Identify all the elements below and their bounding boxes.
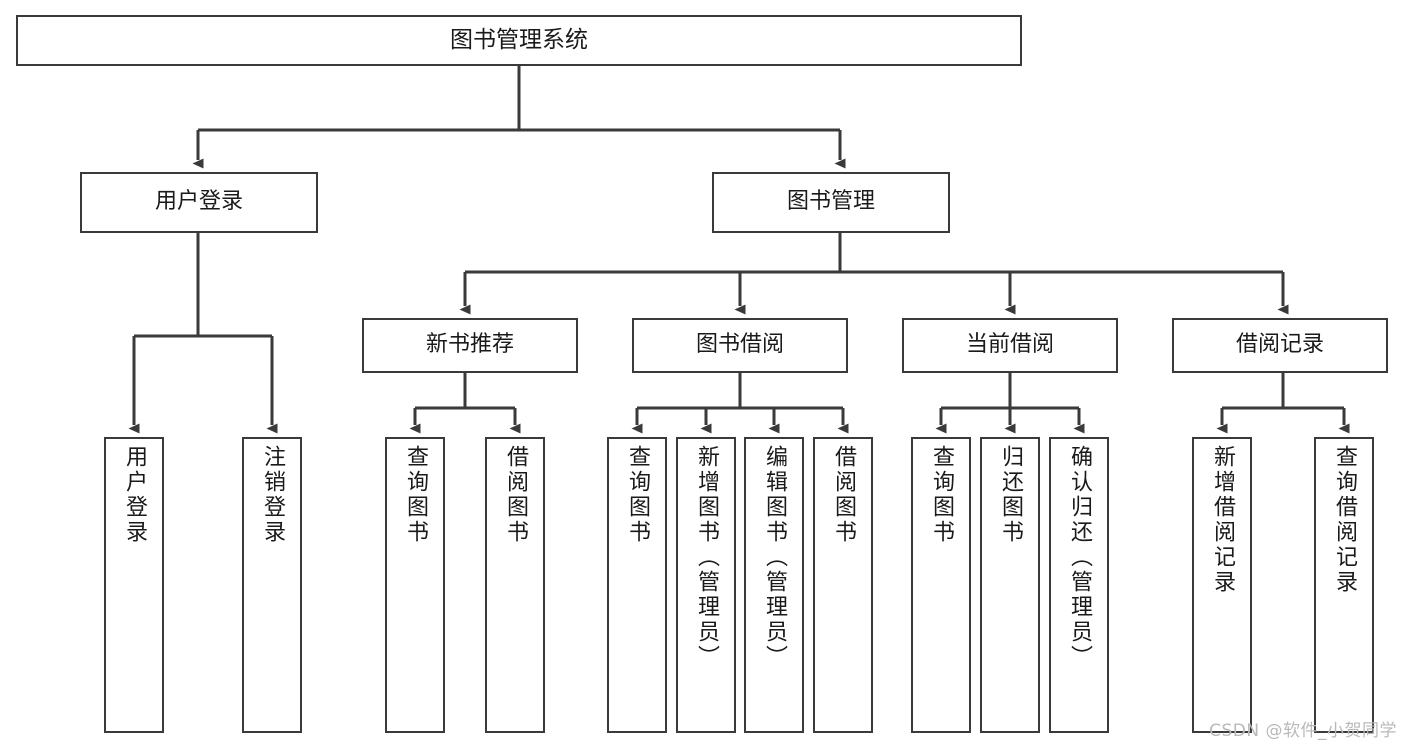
leaf-book-borrow-3[interactable]: 编辑图书（管理员） bbox=[744, 437, 804, 733]
node-label: 查询图书 bbox=[929, 445, 954, 545]
node-label: 图书借阅 bbox=[695, 332, 784, 358]
node-label: 归还图书 bbox=[998, 445, 1023, 545]
node-label: 编辑图书（管理员） bbox=[762, 445, 787, 670]
leaf-borrow-record-2[interactable]: 查询借阅记录 bbox=[1314, 437, 1374, 733]
node-label: 新书推荐 bbox=[425, 332, 514, 358]
node-label: 查询图书 bbox=[625, 445, 650, 545]
node-borrow-record[interactable]: 借阅记录 bbox=[1172, 318, 1388, 373]
node-label: 用户登录 bbox=[154, 189, 243, 215]
leaf-new-book-recommend-1[interactable]: 查询图书 bbox=[385, 437, 445, 733]
node-new-book-recommend[interactable]: 新书推荐 bbox=[362, 318, 578, 373]
leaf-current-borrow-3[interactable]: 确认归还（管理员） bbox=[1049, 437, 1109, 733]
leaf-user-login-1[interactable]: 用户登录 bbox=[104, 437, 164, 733]
node-label: 当前借阅 bbox=[965, 332, 1054, 358]
node-label: 借阅图书 bbox=[503, 445, 528, 545]
node-label: 图书管理系统 bbox=[450, 26, 588, 53]
node-current-borrow[interactable]: 当前借阅 bbox=[902, 318, 1118, 373]
node-label: 图书管理 bbox=[786, 189, 875, 215]
node-book-borrow[interactable]: 图书借阅 bbox=[632, 318, 848, 373]
node-book-management[interactable]: 图书管理 bbox=[712, 172, 950, 233]
node-root-book-management-system[interactable]: 图书管理系统 bbox=[16, 15, 1022, 66]
node-label: 注销登录 bbox=[260, 445, 285, 545]
node-label: 新增图书（管理员） bbox=[694, 445, 719, 670]
node-label: 借阅图书 bbox=[831, 445, 856, 545]
leaf-borrow-record-1[interactable]: 新增借阅记录 bbox=[1192, 437, 1252, 733]
node-label: 借阅记录 bbox=[1235, 332, 1324, 358]
leaf-new-book-recommend-2[interactable]: 借阅图书 bbox=[485, 437, 545, 733]
node-label: 用户登录 bbox=[122, 445, 147, 545]
node-label: 查询借阅记录 bbox=[1332, 445, 1357, 595]
leaf-book-borrow-1[interactable]: 查询图书 bbox=[607, 437, 667, 733]
leaf-current-borrow-1[interactable]: 查询图书 bbox=[911, 437, 971, 733]
leaf-user-login-2[interactable]: 注销登录 bbox=[242, 437, 302, 733]
node-label: 确认归还（管理员） bbox=[1067, 445, 1092, 670]
node-label: 查询图书 bbox=[403, 445, 428, 545]
leaf-book-borrow-2[interactable]: 新增图书（管理员） bbox=[676, 437, 736, 733]
leaf-current-borrow-2[interactable]: 归还图书 bbox=[980, 437, 1040, 733]
node-label: 新增借阅记录 bbox=[1210, 445, 1235, 595]
node-user-login[interactable]: 用户登录 bbox=[80, 172, 318, 233]
leaf-book-borrow-4[interactable]: 借阅图书 bbox=[813, 437, 873, 733]
